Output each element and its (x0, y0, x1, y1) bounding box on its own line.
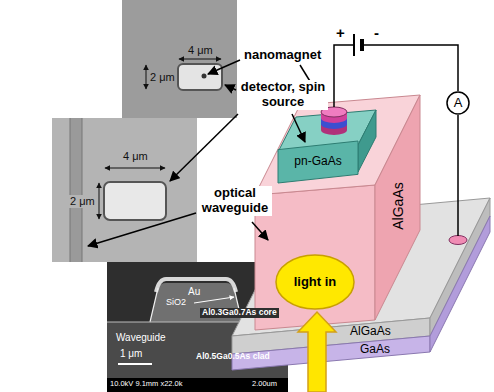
battery-symbol (360, 39, 364, 51)
dimension-label: 4 μm (123, 150, 148, 163)
leader-arrow (292, 114, 305, 142)
layer-label: GaAs (360, 343, 390, 357)
wire (334, 45, 458, 236)
waveguide-edge (82, 118, 83, 262)
pn-junction-box (278, 141, 358, 183)
sem-info: 2.00um (252, 380, 277, 389)
sem-label: Al0.3Ga0.7As core (200, 308, 279, 318)
sem-info: 10.0kV 9.1mm x22.0k (110, 380, 183, 389)
light-arrow (298, 312, 336, 392)
pointer-arrow (194, 297, 234, 303)
sem-label: Al0.5Ga0.5As clad (196, 352, 270, 362)
ammeter-circle: A (446, 91, 470, 115)
sem-label: SiO2 (166, 297, 186, 307)
light-spot (276, 255, 354, 309)
dimension-label: 2 μm (150, 71, 175, 84)
sem-label: Waveguide (116, 332, 166, 344)
node-text: pn-GaAs (294, 155, 341, 169)
scale-label: 1 μm (120, 348, 142, 360)
dimension-arrow (179, 59, 221, 60)
part-label: nanomagnet (242, 48, 323, 63)
dimension-label: 2 μm (68, 195, 97, 208)
contact-pad (449, 236, 467, 245)
dimension-arrow (146, 65, 147, 89)
dimension-arrow (105, 168, 165, 169)
layer-label: AlGaAs (390, 182, 406, 229)
info-bar (107, 378, 288, 392)
leader-arrow (170, 114, 238, 181)
pn-junction-box: pn-GaAs (278, 141, 358, 183)
algaas-layer-side (430, 198, 490, 336)
battery-symbol (353, 34, 355, 56)
sem-photo (122, 0, 237, 118)
leader-arrow (208, 60, 240, 74)
ridge-side (375, 95, 420, 320)
node-text: A (454, 96, 463, 111)
waveguide-strip (70, 118, 82, 262)
part-label: detector, spin source (238, 80, 328, 110)
part-label: optical waveguide (198, 186, 272, 216)
layer-label: AlGaAs (350, 325, 391, 339)
device-mesa (178, 64, 222, 90)
node-text: light in (294, 275, 337, 290)
gaas-substrate-side (430, 216, 490, 352)
leader-arrow (88, 213, 196, 246)
dimension-label: 4 μm (188, 44, 213, 57)
nanomagnet-dot (202, 74, 207, 79)
waveguide-edge (70, 118, 71, 262)
polarity-sign: - (374, 24, 379, 41)
scale-bar (118, 363, 152, 365)
light-spot: light in (275, 254, 355, 310)
leader-arrow (225, 85, 236, 90)
dimension-arrow (99, 183, 100, 219)
device-mesa (104, 182, 166, 220)
ammeter-circle (447, 92, 469, 114)
pn-box-side (358, 110, 376, 172)
leader-arrow (252, 222, 268, 240)
sem-label: Au (188, 286, 200, 298)
sem-photo (52, 118, 197, 262)
polarity-sign: + (336, 24, 345, 41)
